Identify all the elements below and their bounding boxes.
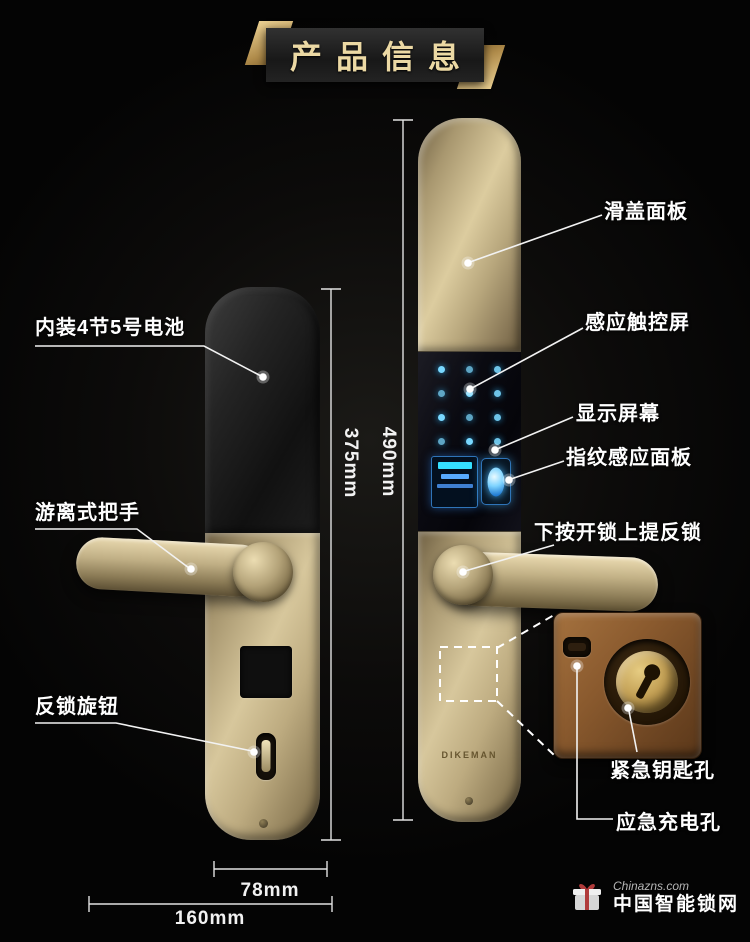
keypad-dot [465,365,473,373]
label-touch-screen: 感应触控屏 [585,312,690,334]
front-screw [465,797,473,805]
display-text-line [436,484,473,488]
dimension-total-width: 160mm [174,908,246,929]
keypad-dot [437,365,445,373]
slide-cover-panel [418,118,521,351]
front-lock-body [418,118,521,822]
rear-screw [259,819,268,828]
label-fingerprint-panel: 指纹感应面板 [566,447,692,469]
keypad-dot [465,437,473,445]
gift-logo-icon [573,884,601,910]
keyhole-icon [631,661,663,702]
keypad-dot [465,389,473,397]
rear-handle-hub [233,542,293,602]
fingerprint-sensor [481,458,511,505]
watermark-name: 中国智能锁网 [613,893,740,915]
battery-cover [205,287,320,533]
emergency-key-cylinder [604,639,690,725]
label-slide-panel: 滑盖面板 [604,201,688,223]
keypad-dot [494,389,502,397]
keypad-dot [494,413,502,421]
fingerprint-glow [487,467,505,496]
bottom-edge-inset [553,612,702,759]
site-watermark: Chinazns.com 中国智能锁网 [568,879,739,917]
title-plate: 产品信息 [266,28,484,82]
touch-screen-area [418,351,521,532]
display-text-line [437,462,472,469]
watermark-site: Chinazns.com [613,879,690,894]
title-badge: 产品信息 [244,21,506,89]
usb-port-slot [568,643,586,651]
keypad-dot [437,389,445,397]
front-handle-hub [433,545,493,605]
usb-charge-port [563,637,591,657]
keypad-dot [465,413,473,421]
keypad-dot [494,437,502,445]
keypad-dot [437,437,445,445]
page-title: 产品信息 [289,39,474,75]
dimension-left-height: 375mm [340,427,361,499]
deadbolt-knob [256,733,276,780]
dimension-right-height: 490mm [378,426,399,498]
label-unlock-action: 下按开锁上提反锁 [534,522,702,544]
keypad-dot [494,365,502,373]
label-free-handle: 游离式把手 [35,502,140,524]
key-cylinder-core [616,651,678,713]
deadbolt-knob-lever [261,740,271,772]
rear-dark-panel [240,646,292,698]
display-text-line [440,474,469,479]
label-battery: 内装4节5号电池 [35,317,186,339]
touch-keypad [427,357,512,453]
dimension-body-width: 78mm [240,880,300,901]
brand-logo-text: DIKEMAN [441,750,498,760]
label-display-screen: 显示屏幕 [576,403,660,425]
display-screen [431,456,478,508]
label-emergency-charge-port: 应急充电孔 [616,812,721,834]
label-deadbolt-knob: 反锁旋钮 [35,696,119,718]
keypad-dot [437,413,445,421]
label-emergency-keyhole: 紧急钥匙孔 [610,760,715,782]
